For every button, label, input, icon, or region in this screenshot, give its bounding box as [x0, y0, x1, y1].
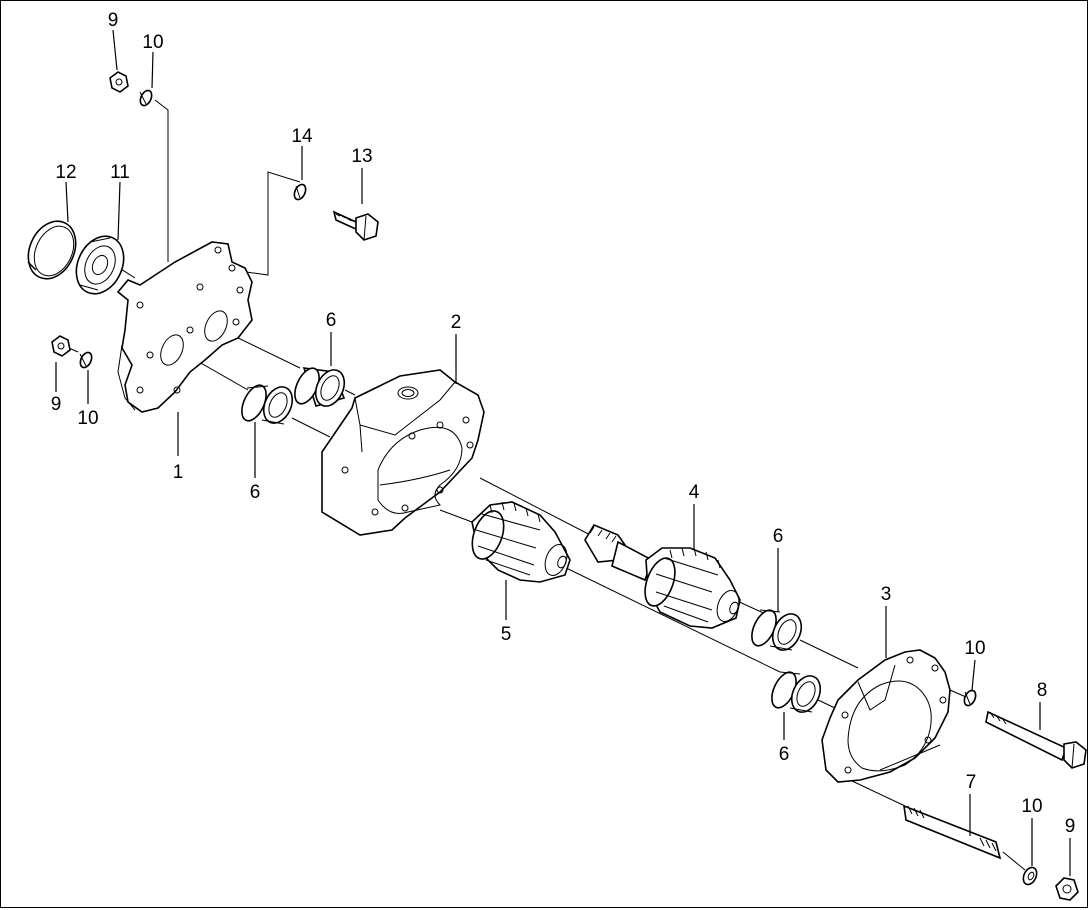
bolt-13: [332, 210, 379, 241]
needle-bearing-6-lower-right: [771, 671, 822, 713]
label-part-8: 8: [1037, 680, 1048, 701]
label-part-12: 12: [55, 162, 76, 183]
label-part-10-bottom: 10: [1021, 796, 1042, 817]
label-part-7: 7: [966, 772, 977, 793]
label-part-10-right: 10: [964, 638, 985, 659]
label-part-10-top: 10: [142, 32, 163, 53]
label-part-1: 1: [173, 462, 184, 483]
rear-cover-3: [821, 649, 951, 783]
nut-9-bottom: [1055, 877, 1079, 901]
label-part-6-upper-left: 6: [326, 310, 337, 331]
label-part-9-top: 9: [108, 10, 119, 31]
nut-9-top: [109, 71, 129, 93]
washer-10-left: [79, 351, 93, 369]
axis-upper-shaft-e: [799, 639, 859, 669]
axis-lower-shaft-b: [291, 417, 331, 438]
needle-bearing-6-upper-left: [294, 367, 346, 407]
bolt-8: [985, 710, 1087, 769]
axis-stud-7-end: [1002, 851, 1026, 871]
front-plate-1: [116, 241, 253, 413]
leader-lines: [55, 29, 1071, 876]
label-part-2: 2: [451, 312, 462, 333]
washer-10-bottom: [1022, 866, 1038, 886]
axis-upper-shaft-b: [344, 389, 356, 396]
part-labels: 9 10 12 11 14 13 6 2 9 10 1 6 4 5 6 3 10…: [51, 10, 1076, 837]
label-part-6-lower-right: 6: [779, 744, 790, 765]
driven-gear-5: [471, 501, 571, 583]
leader-stud-top: [154, 99, 169, 262]
leader-bolt-13: [231, 171, 301, 276]
washer-14: [293, 183, 307, 201]
axis-upper-shaft-a: [231, 334, 301, 369]
gear-housing-2: [321, 369, 485, 536]
label-part-4: 4: [689, 482, 700, 503]
ball-bearing-11: [75, 235, 125, 295]
label-part-11: 11: [110, 162, 130, 183]
axis-lower-shaft-e: [817, 699, 836, 709]
washer-10-top: [139, 89, 153, 107]
label-part-13: 13: [351, 146, 372, 167]
axis-stud-7: [849, 779, 906, 807]
label-part-3: 3: [881, 584, 892, 605]
label-part-6-upper-right: 6: [773, 526, 784, 547]
label-part-14: 14: [291, 126, 313, 147]
stud-7: [903, 804, 1002, 860]
needle-bearing-6-lower-left: [241, 384, 294, 425]
drive-gear-shaft-4: [584, 523, 741, 629]
axis-bolt-8: [949, 689, 967, 698]
snap-ring-12: [27, 220, 77, 280]
label-part-9-bottom: 9: [1065, 816, 1076, 837]
label-part-6-lower-left: 6: [250, 482, 261, 503]
axis-lower-shaft-d: [559, 564, 781, 673]
label-part-5: 5: [501, 624, 512, 645]
axis-upper-shaft-c: [479, 477, 601, 541]
label-part-9-left: 9: [51, 394, 62, 415]
nut-9-left: [51, 335, 71, 357]
label-part-10-left: 10: [77, 408, 98, 429]
washer-10-right: [963, 689, 977, 707]
needle-bearing-6-upper-right: [751, 609, 803, 651]
